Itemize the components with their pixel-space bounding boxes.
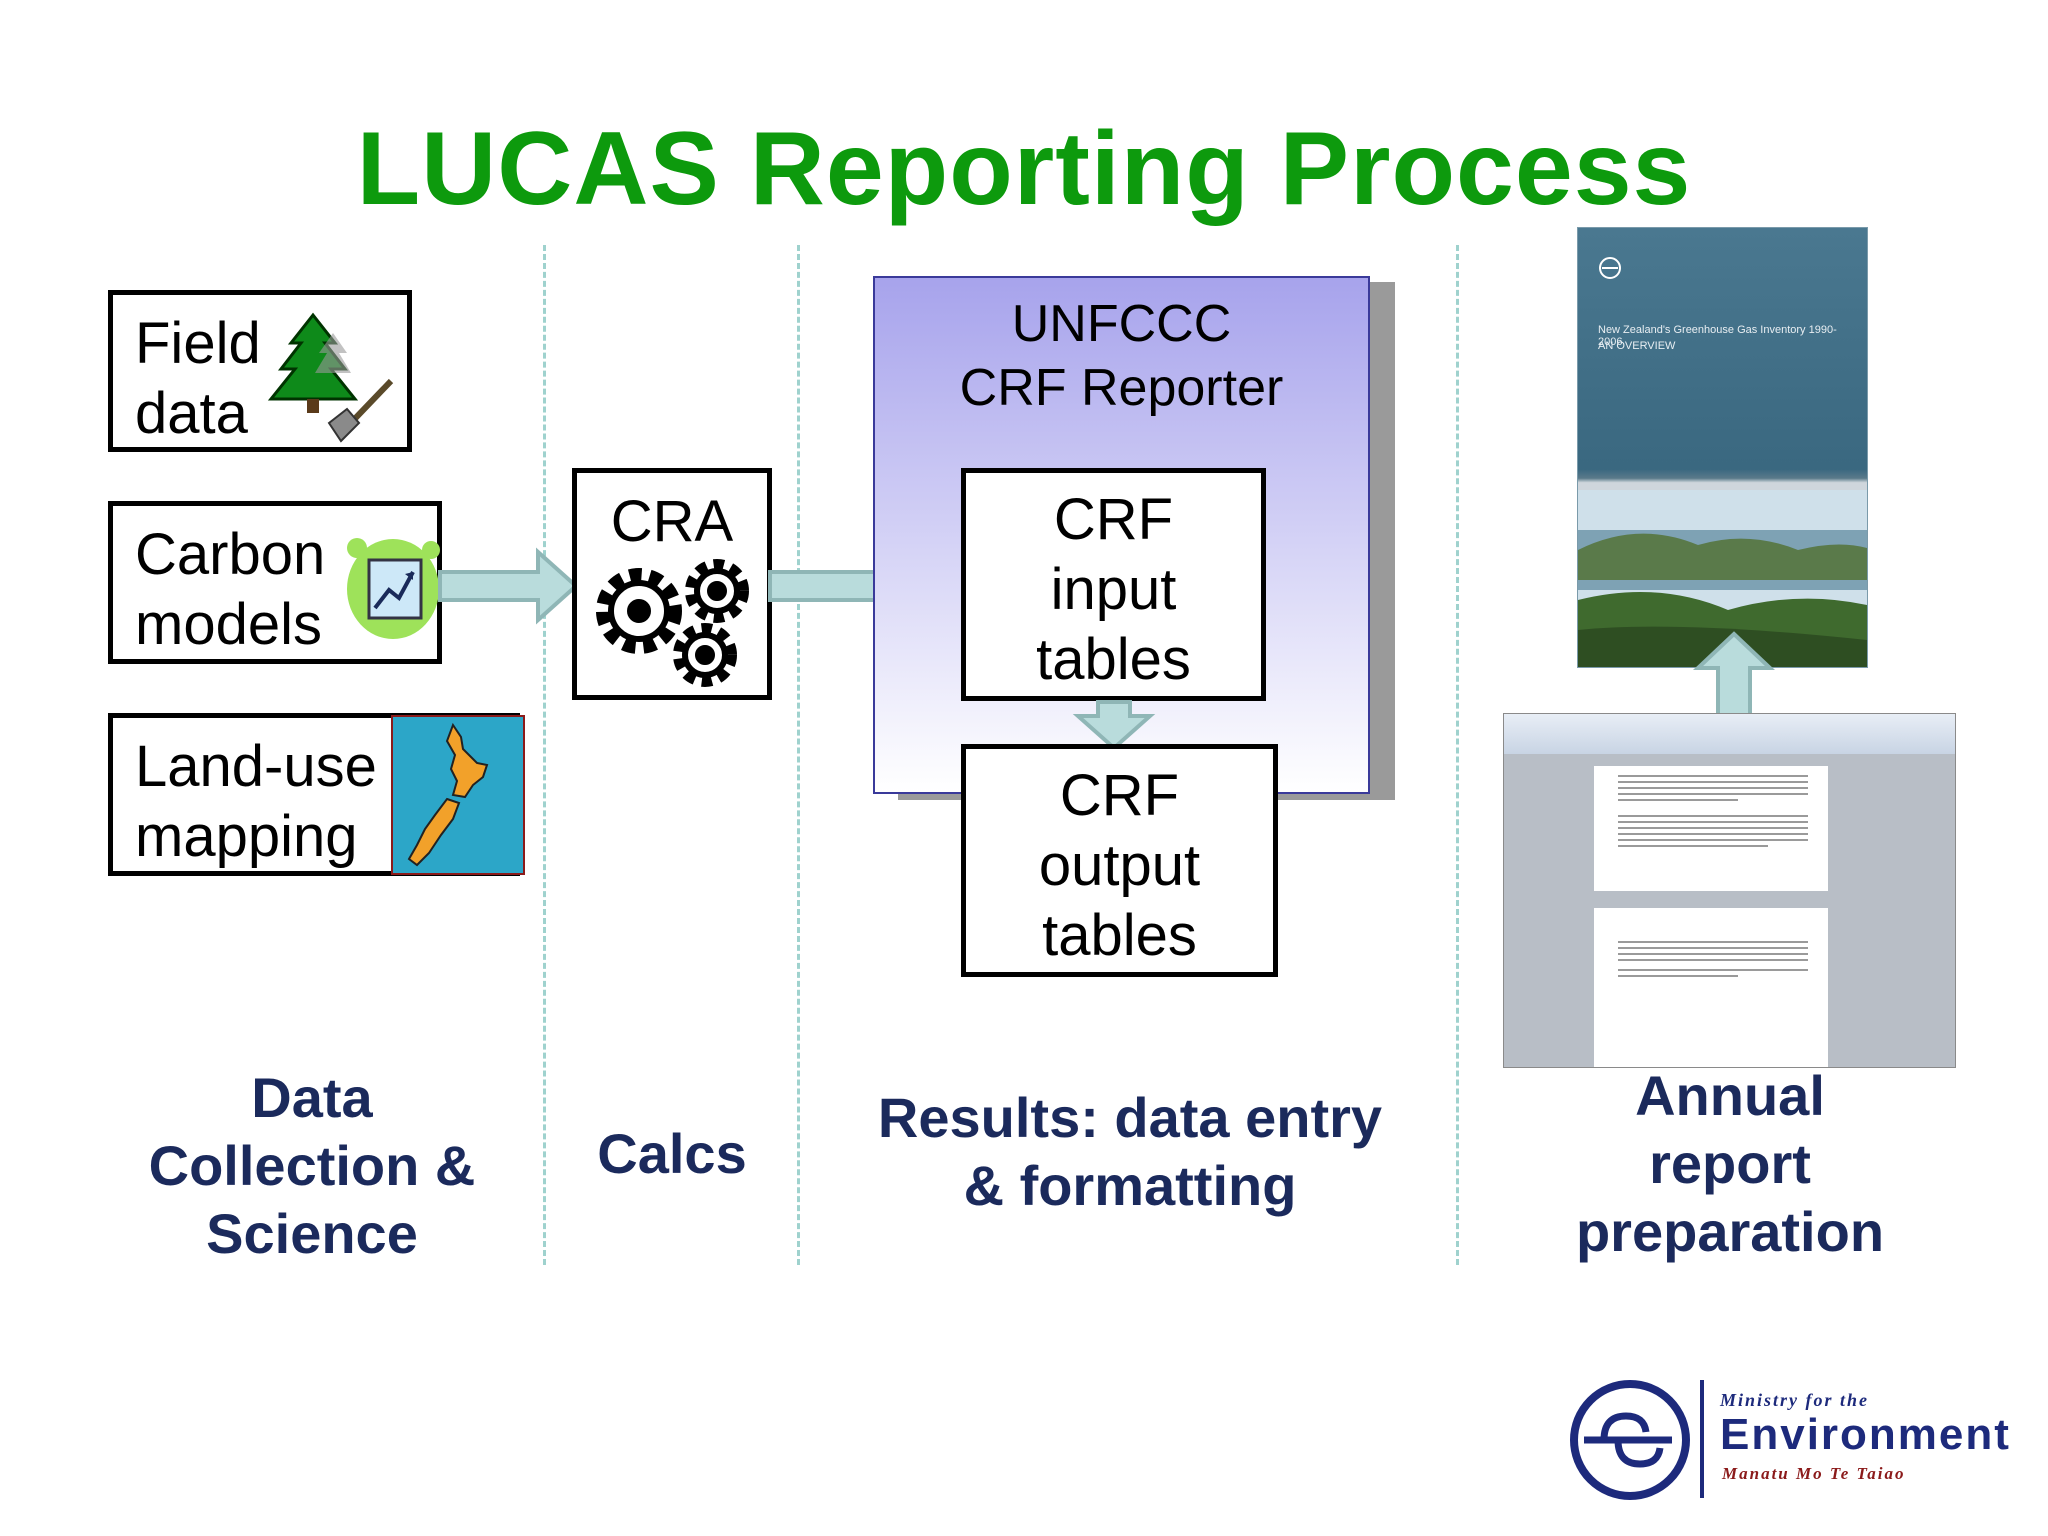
crf-output-line3: tables [1042, 903, 1197, 968]
column-divider-3 [1456, 245, 1459, 1265]
column-divider-2 [797, 245, 800, 1265]
document-text-lines-2 [1618, 941, 1808, 977]
cra-box: CRA [572, 468, 772, 700]
chart-model-icon [347, 538, 440, 639]
logo-divider [1700, 1380, 1704, 1498]
logo-line1: Ministry for the [1720, 1390, 1870, 1410]
crf-output-line2: output [1038, 833, 1201, 898]
crf-input-line3: tables [1036, 627, 1191, 692]
carbon-models-label-line1: Carbon [135, 522, 326, 587]
tree-shovel-icon [267, 312, 394, 443]
field-data-label-line1: Field [135, 311, 261, 376]
crf-reporter-label: CRF Reporter [959, 359, 1284, 417]
arrow-to-cra [438, 547, 579, 625]
land-use-label-line2: mapping [135, 804, 358, 869]
carbon-models-label-line2: models [135, 592, 322, 657]
stage-data-collection: Data Collection & Science [148, 1066, 476, 1265]
page-title: LUCAS Reporting Process [356, 111, 1692, 227]
column-divider-1 [543, 245, 546, 1265]
logo-line2: Environment [1720, 1410, 2011, 1459]
word-ribbon [1504, 714, 1955, 754]
crf-output-tables-box: CRF output tables [961, 744, 1278, 977]
crf-input-tables-box: CRF input tables [961, 468, 1266, 701]
word-document-screenshot [1503, 713, 1956, 1068]
report-cover-subheading: AN OVERVIEW [1598, 340, 1676, 352]
crf-input-line1: CRF [1053, 487, 1174, 552]
field-data-label-line2: data [135, 381, 248, 446]
ministry-logo-icon [1570, 1380, 1690, 1500]
report-cover-image: New Zealand's Greenhouse Gas Inventory 1… [1577, 227, 1868, 668]
gears-icon [596, 559, 749, 687]
ministry-emblem-icon [1599, 257, 1621, 279]
stage-calcs: Calcs [597, 1122, 747, 1185]
crf-input-line2: input [1050, 557, 1177, 622]
arrow-to-crf-output [1072, 700, 1156, 751]
stage-annual-report: Annual report preparation [1575, 1064, 1885, 1263]
field-data-box: Field data [108, 290, 412, 452]
report-cover-heading: New Zealand's Greenhouse Gas Inventory 1… [1598, 324, 1837, 348]
logo-line3: Manatu Mo Te Taiao [1722, 1464, 1906, 1483]
crf-output-line1: CRF [1059, 763, 1180, 828]
document-page-1 [1594, 766, 1828, 891]
cra-label: CRA [610, 489, 734, 554]
unfccc-label: UNFCCC [1011, 295, 1232, 353]
land-use-label-line1: Land-use [135, 734, 377, 799]
document-text-lines [1618, 775, 1808, 847]
nz-map-icon [391, 715, 525, 875]
stage-results: Results: data entry & formatting [877, 1086, 1383, 1217]
document-page-2 [1594, 908, 1828, 1067]
landscape-photo [1578, 490, 1867, 667]
carbon-models-box: Carbon models [108, 501, 442, 664]
